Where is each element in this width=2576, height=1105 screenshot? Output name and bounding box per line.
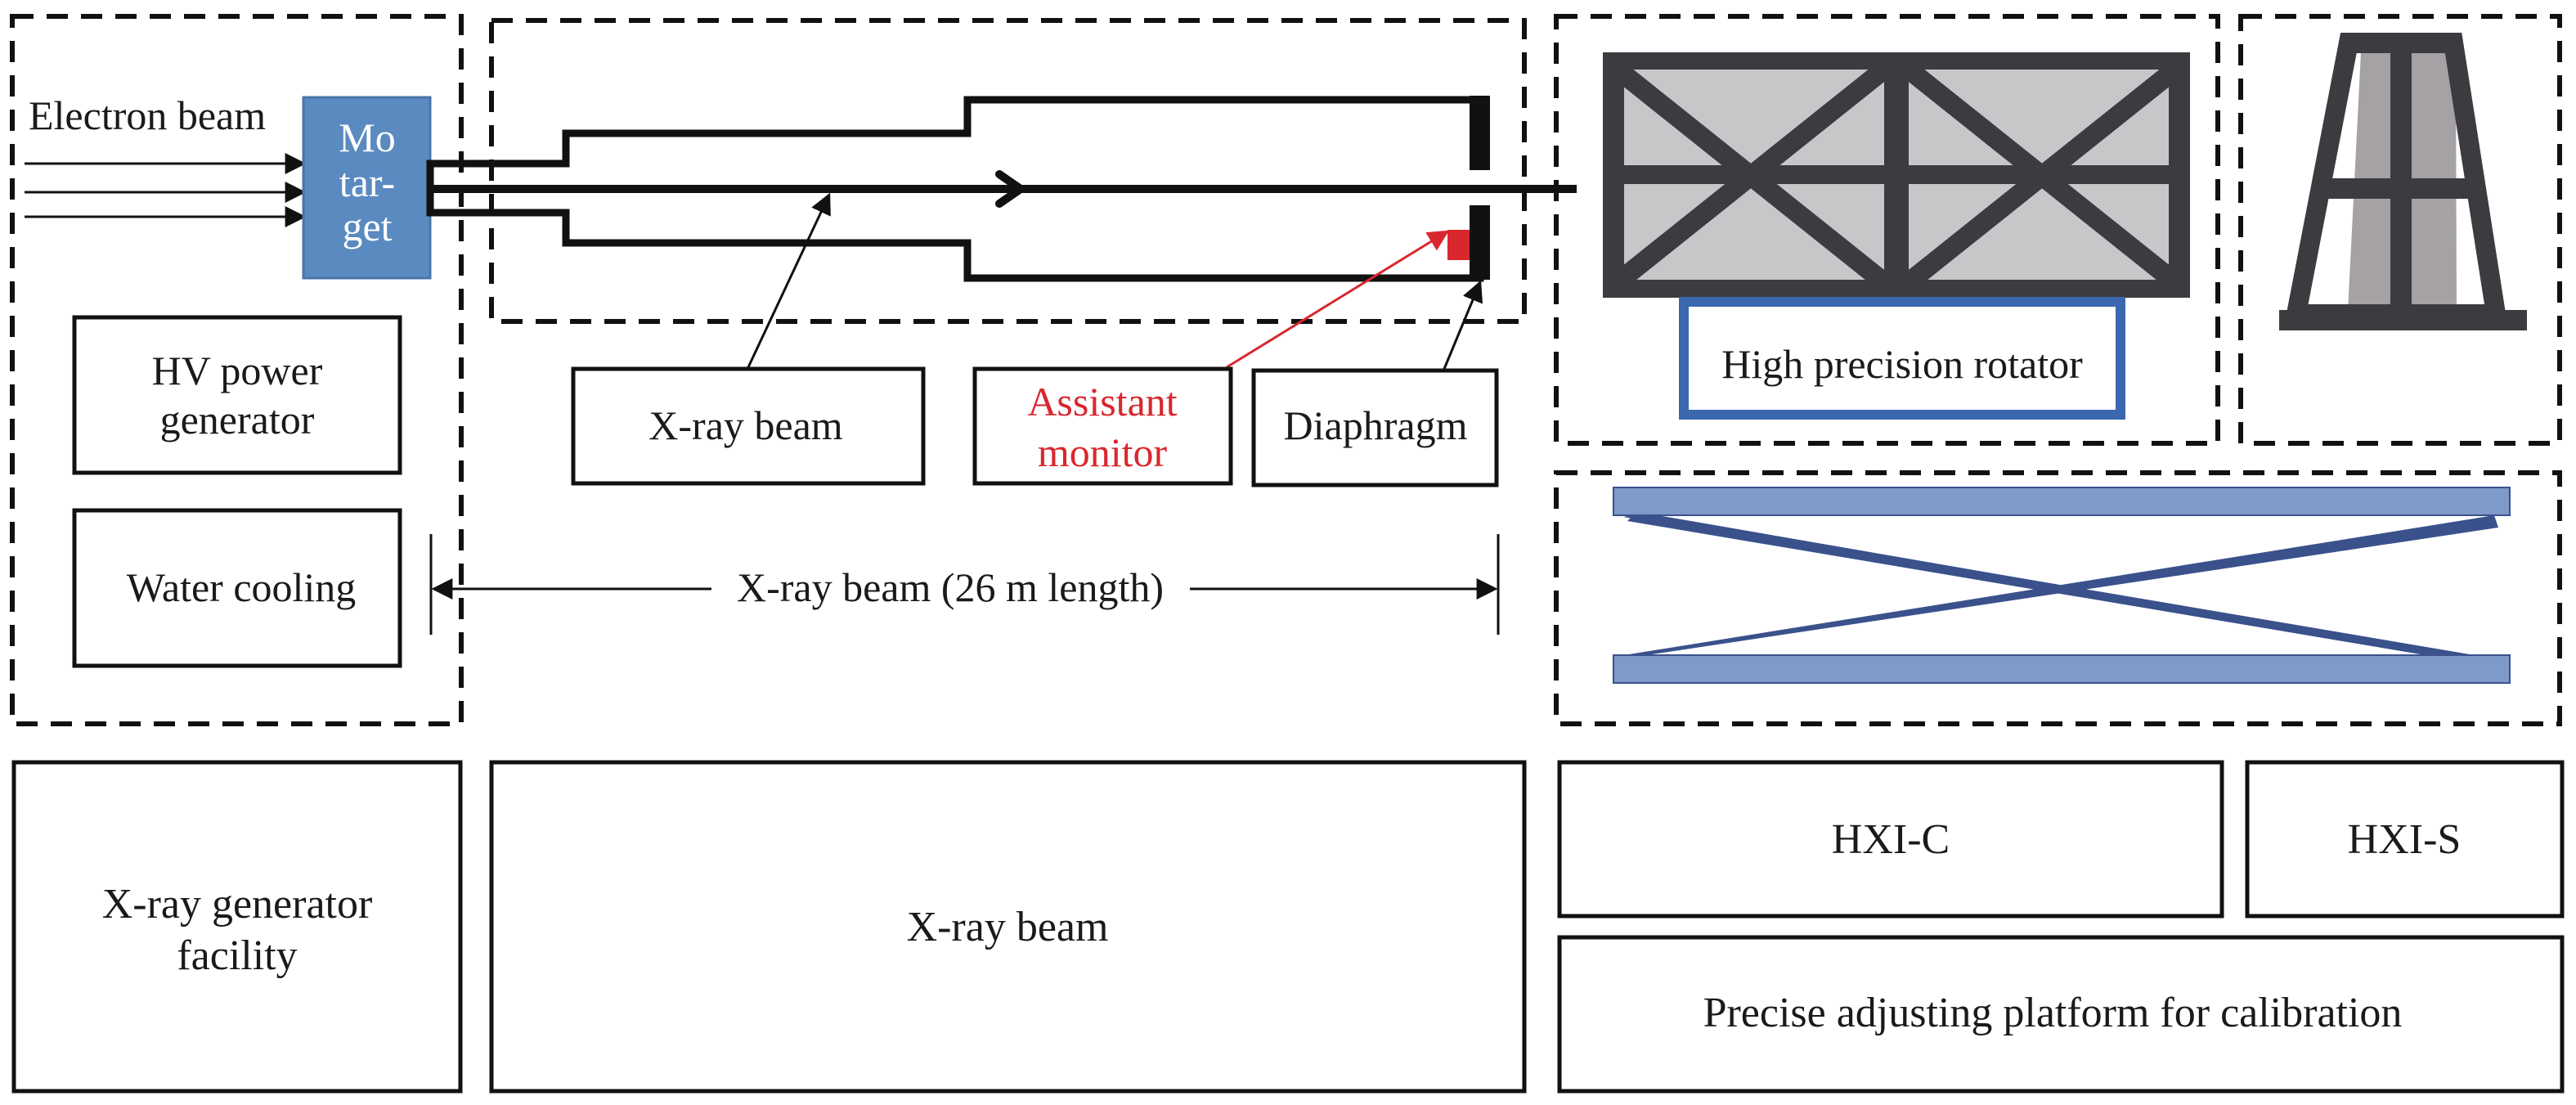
beam-direction-chevron — [995, 170, 1025, 208]
hxi-c-box: HXI-C — [1557, 760, 2224, 919]
rotator-label: High precision rotator — [1721, 341, 2083, 387]
assistant-monitor-callout-box: Assistant monitor — [972, 366, 1233, 486]
hv-power-generator-box: HV power generator — [72, 315, 402, 475]
diaphragm-callout-label: Diaphragm — [1284, 402, 1468, 448]
assistant-monitor-line-1: Assistant — [1027, 379, 1177, 424]
hv-power-line-2: generator — [160, 397, 315, 442]
assistant-monitor-callout-pointer — [1226, 230, 1450, 369]
tube-upper-wall — [426, 96, 1484, 196]
xray-beam-callout-pointer — [747, 192, 831, 368]
xray-generator-line-2: facility — [177, 932, 297, 979]
xray-beam-section-label: X-ray beam — [907, 904, 1109, 950]
water-cooling-box: Water cooling — [72, 508, 402, 668]
xray-beam-callout-label: X-ray beam — [648, 402, 842, 448]
mo-target-line-2: tar- — [339, 159, 395, 205]
scissor-arm-1-body — [1623, 513, 2474, 657]
platform-bottom-plate — [1613, 654, 2511, 684]
beamline-section-frame — [489, 18, 1527, 324]
scissor-platform — [1613, 487, 2511, 684]
water-cooling-label: Water cooling — [127, 564, 357, 610]
tower-cross-bar — [2327, 178, 2477, 199]
platform-top-plate — [1613, 487, 2511, 516]
diaphragm-lower-plate — [1470, 205, 1490, 280]
calibration-platform-box: Precise adjusting platform for calibrati… — [1557, 935, 2565, 1094]
rotator-frame — [1603, 52, 2190, 298]
hxi-s-section-frame — [2238, 14, 2562, 446]
calibration-platform-label: Precise adjusting platform for calibrati… — [1703, 990, 2403, 1036]
rotator-pane-bl — [1624, 183, 1884, 280]
diaphragm-callout-box: Diaphragm — [1251, 368, 1499, 487]
rotator-label-box: High precision rotator — [1679, 297, 2125, 420]
assistant-monitor-line-2: monitor — [1038, 429, 1168, 475]
beam-length-label: X-ray beam (26 m length) — [737, 564, 1164, 610]
assistant-monitor-sensor — [1447, 230, 1470, 260]
hxi-c-label: HXI-C — [1832, 816, 1950, 863]
mo-target-block — [302, 96, 432, 280]
beam-tube — [426, 96, 1577, 282]
rotator-section-frame — [1554, 14, 2220, 446]
xray-beam-section-box: X-ray beam — [489, 760, 1527, 1094]
diaphragm-upper-plate — [1470, 96, 1490, 170]
electron-beam-arrows — [25, 153, 307, 227]
scissor-arm-2 — [1629, 515, 2498, 654]
tube-lower-wall — [426, 184, 1484, 282]
xray-generator-facility-box: X-ray generator facility — [11, 760, 463, 1094]
hxi-s-tower — [2279, 33, 2527, 330]
hxi-s-box: HXI-S — [2245, 760, 2565, 919]
xray-generator-line-1: X-ray generator — [102, 881, 373, 928]
mo-target-line-1: Mo — [339, 115, 395, 160]
mo-target-line-3: get — [342, 204, 392, 249]
rotator-center-bar-h — [1611, 165, 2183, 184]
hxi-s-label: HXI-S — [2348, 816, 2462, 863]
beam-length-dimension: X-ray beam (26 m length) — [429, 534, 1500, 635]
generator-section-frame — [10, 14, 464, 726]
electron-beam-label: Electron beam — [29, 92, 266, 138]
diaphragm-callout-pointer — [1443, 280, 1483, 370]
rotator-pane-br — [1909, 183, 2169, 280]
hv-power-line-1: HV power — [152, 348, 323, 393]
mo-target: Mo tar- get — [302, 96, 432, 280]
xray-beam-callout-box: X-ray beam — [571, 366, 926, 486]
platform-section-frame — [1554, 470, 2562, 726]
